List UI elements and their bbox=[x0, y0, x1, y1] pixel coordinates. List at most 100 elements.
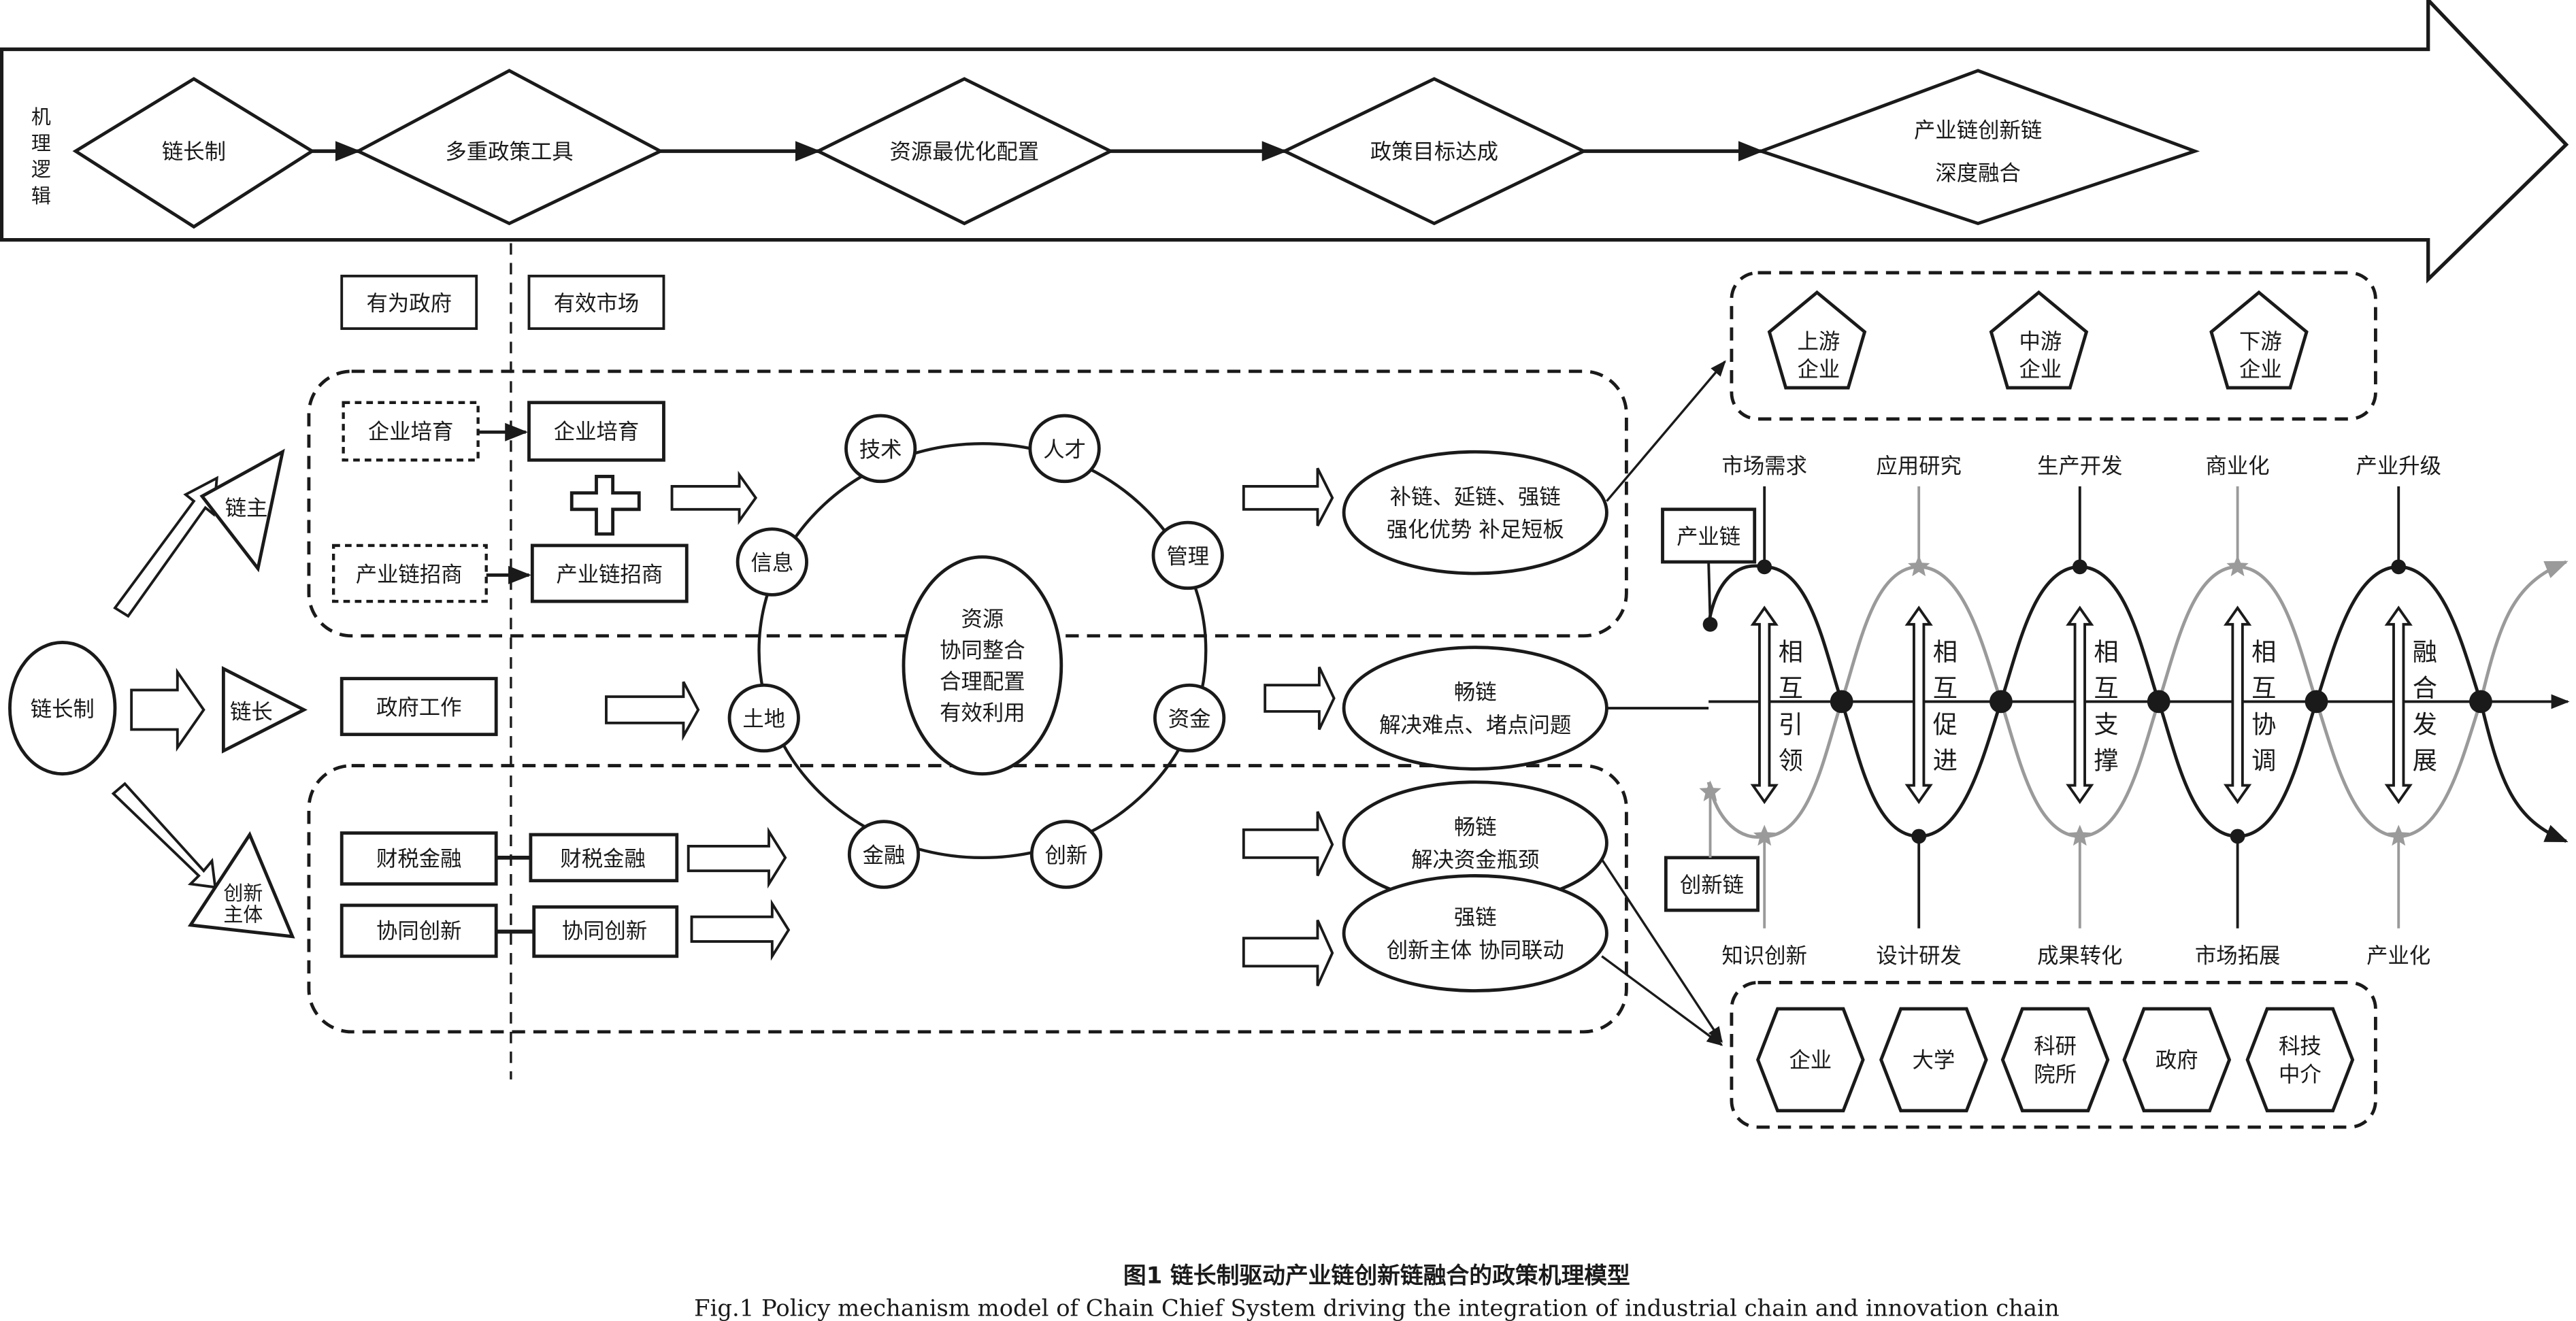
trough-dot bbox=[1911, 829, 1927, 844]
resource-node-circle bbox=[844, 414, 917, 484]
outcome-line: 强化优势 补足短板 bbox=[1387, 518, 1564, 542]
resource-node-circle bbox=[1153, 683, 1226, 753]
resource-node-label: 金融 bbox=[863, 843, 906, 868]
mechanism-step-label: 链长制 bbox=[162, 140, 226, 165]
resource-node-label: 管理 bbox=[1166, 544, 1209, 569]
actor-label: 链长 bbox=[230, 700, 273, 724]
mechanism-logic-char: 辑 bbox=[31, 184, 51, 207]
outcome-line: 补链、延链、强链 bbox=[1390, 485, 1561, 509]
firm-label: 企业 bbox=[2019, 358, 2062, 382]
interaction-char: 互 bbox=[2251, 673, 2276, 703]
helix-top-label: 市场需求 bbox=[1721, 454, 1806, 479]
mechanism-step: 链长制 bbox=[72, 77, 316, 229]
resource-node-circle bbox=[1029, 820, 1103, 889]
helix-node bbox=[1989, 690, 2013, 714]
helix-top-label: 产业升级 bbox=[2356, 454, 2441, 479]
interaction-char: 撑 bbox=[2094, 746, 2118, 775]
market-fiscal-finance: 财税金融 bbox=[560, 847, 645, 871]
star-marker-icon bbox=[1908, 555, 1930, 577]
helix-bottom-label: 市场拓展 bbox=[2195, 943, 2280, 968]
hexagon-shape bbox=[1755, 1007, 1865, 1113]
actor-label: 链主 bbox=[225, 497, 268, 521]
interaction-char: 互 bbox=[2094, 673, 2118, 703]
interaction-char: 引 bbox=[1779, 709, 1803, 739]
resource-center-line: 资源 bbox=[961, 607, 1004, 632]
firm-label: 上游 bbox=[1798, 329, 1840, 354]
interaction-char: 互 bbox=[1779, 673, 1803, 703]
government-column-label: 有为政府 bbox=[366, 292, 451, 316]
interaction-char: 支 bbox=[2094, 709, 2118, 739]
innovation-actor-label: 科技 bbox=[2279, 1035, 2322, 1059]
outcome-connectors bbox=[1600, 360, 1726, 1046]
industrial-chain-text: 产业链 bbox=[1677, 524, 1740, 549]
resource-node-label: 人才 bbox=[1043, 437, 1086, 462]
resource-node-label: 创新 bbox=[1045, 843, 1088, 868]
gov-enterprise-cultivation: 企业培育 bbox=[368, 420, 453, 444]
interaction-char: 互 bbox=[1933, 673, 1958, 703]
gov-chain-investment: 产业链招商 bbox=[356, 563, 463, 587]
firm-label: 下游 bbox=[2239, 329, 2282, 354]
actor-label: 创新 bbox=[223, 882, 263, 905]
diamond-shape bbox=[1756, 69, 2200, 226]
market-collaborative-innovation: 协同创新 bbox=[562, 919, 647, 943]
helix-bottom-label: 成果转化 bbox=[2037, 943, 2122, 968]
hollow-arrows-left bbox=[111, 475, 218, 889]
resource-node-circle bbox=[736, 527, 808, 597]
innovation-actors: 企业大学科研院所政府科技中介 bbox=[1755, 1007, 2355, 1113]
interaction-char: 融 bbox=[2413, 637, 2437, 667]
firm-label: 中游 bbox=[2019, 329, 2062, 354]
mechanism-step-label: 政策目标达成 bbox=[1370, 140, 1498, 165]
chain-chief-system-source: 链长制 bbox=[8, 641, 117, 776]
innovation-actor: 政府 bbox=[2122, 1007, 2232, 1113]
helix-node bbox=[2469, 690, 2492, 714]
interaction-char: 合 bbox=[2413, 673, 2437, 703]
resource-center-line: 合理配置 bbox=[940, 669, 1025, 694]
double-arrow-icon bbox=[2223, 605, 2252, 805]
resource-node: 技术 bbox=[844, 414, 917, 484]
resource-node-label: 土地 bbox=[742, 707, 785, 732]
actor-chain-leader-firm: 链主 bbox=[199, 448, 285, 573]
star-marker-icon bbox=[2388, 824, 2410, 846]
mechanism-step-label: 资源最优化配置 bbox=[890, 140, 1040, 165]
helix-node bbox=[1830, 690, 1853, 714]
double-arrow-icon bbox=[1904, 605, 1933, 805]
resource-center-line: 协同整合 bbox=[940, 639, 1025, 663]
peak-dot bbox=[2391, 559, 2407, 575]
interaction-char: 展 bbox=[2413, 746, 2437, 775]
gov-collaborative-innovation: 协同创新 bbox=[376, 919, 461, 943]
helix-bottom-label: 知识创新 bbox=[1721, 943, 1806, 968]
outcome-line: 创新主体 协同联动 bbox=[1387, 938, 1564, 963]
resource-center-line: 有效利用 bbox=[940, 701, 1025, 725]
double-arrow-icon bbox=[1750, 605, 1779, 805]
outcome-line: 强链 bbox=[1454, 905, 1497, 930]
upper-group-items: 企业培育 企业培育 产业链招商 产业链招商 bbox=[331, 401, 758, 603]
mechanism-step-label: 深度融合 bbox=[1935, 161, 2020, 186]
peak-dot bbox=[1757, 559, 1772, 575]
outcome-arrows bbox=[1242, 467, 1336, 987]
innovation-actor: 大学 bbox=[1879, 1007, 1988, 1113]
double-arrow-icon bbox=[2384, 605, 2413, 805]
interaction-char: 进 bbox=[1933, 746, 1958, 775]
resource-node-circle bbox=[727, 683, 800, 753]
pentagon-shape bbox=[1989, 290, 2089, 390]
actor-chain-chief: 链长 bbox=[221, 666, 308, 754]
actor-innovation-subject: 创新主体 bbox=[187, 831, 295, 939]
mechanism-logic-char: 机 bbox=[31, 105, 51, 129]
helix-top-label: 应用研究 bbox=[1876, 454, 1961, 479]
interaction-char: 相 bbox=[1779, 637, 1803, 667]
mechanism-steps: 链长制多重政策工具资源最优化配置政策目标达成产业链创新链深度融合 bbox=[72, 69, 2200, 229]
resource-node-circle bbox=[847, 820, 921, 889]
hexagon-shape bbox=[2000, 1007, 2110, 1113]
column-headers: 有为政府 有效市场 bbox=[340, 274, 665, 331]
innovation-actor-label: 院所 bbox=[2034, 1063, 2077, 1087]
